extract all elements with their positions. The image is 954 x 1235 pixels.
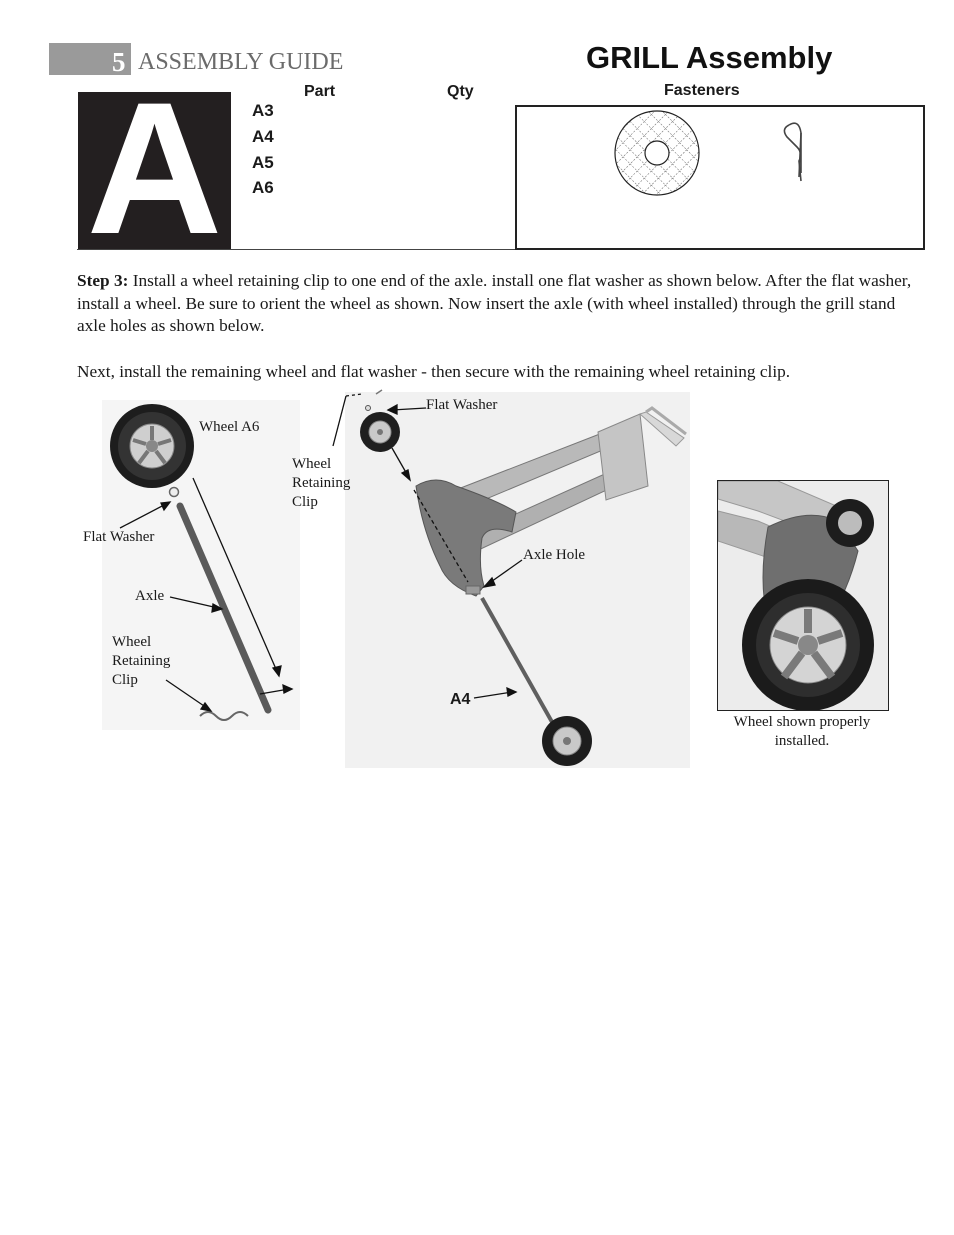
retaining-clip-illustration-top	[375, 389, 383, 395]
step-instructions: Step 3: Install a wheel retaining clip t…	[77, 270, 917, 338]
label-clip-center: Wheel Retaining Clip	[292, 455, 350, 512]
fastener-illustrations	[614, 110, 802, 196]
wheel-detail-illustration	[718, 481, 888, 710]
part-a6: A6	[252, 178, 274, 197]
wheel-detail-image	[717, 480, 889, 711]
axle-illustration	[176, 502, 272, 714]
wheel-top-illustration	[360, 412, 400, 452]
next-instructions: Next, install the remaining wheel and fl…	[77, 362, 791, 381]
label-line: Clip	[112, 672, 138, 688]
label-a4: A4	[450, 691, 471, 708]
label-line: Retaining	[112, 653, 171, 669]
part-a4: A4	[252, 127, 274, 146]
axle-a4-illustration	[480, 597, 554, 723]
page-number: 5	[112, 47, 126, 77]
guide-title: ASSEMBLY GUIDE	[138, 49, 344, 75]
grill-stand-illustration	[415, 406, 687, 597]
detail-caption: Wheel shown properly installed.	[717, 713, 887, 751]
label-line: Wheel	[112, 634, 152, 650]
wheel-bottom-illustration	[542, 716, 592, 766]
section-title: GRILL Assembly	[586, 40, 833, 75]
label-flat-washer-center: Flat Washer	[426, 397, 498, 413]
page-number-badge	[49, 43, 131, 75]
step-letter-box: A	[78, 92, 231, 249]
fasteners-box	[515, 105, 925, 250]
label-line: Clip	[292, 494, 318, 510]
fasteners-header: Fasteners	[664, 82, 740, 99]
retaining-clip-icon	[783, 122, 802, 182]
label-line: Retaining	[292, 475, 351, 491]
step-letter: A	[86, 92, 223, 249]
label-wheel-a6: Wheel A6	[199, 419, 260, 435]
step-label: Step 3:	[77, 271, 129, 290]
qty-column-header: Qty	[447, 83, 474, 100]
label-axle-hole: Axle Hole	[523, 547, 586, 563]
step-text: Install a wheel retaining clip to one en…	[77, 271, 912, 335]
label-flat-washer-left: Flat Washer	[83, 529, 155, 545]
part-column-header: Part	[304, 83, 336, 100]
caption-line: installed.	[774, 733, 830, 749]
label-axle: Axle	[135, 588, 165, 604]
caption-line: Wheel shown properly	[733, 714, 871, 730]
label-line: Wheel	[292, 456, 332, 472]
wheel-a6-illustration	[110, 404, 194, 488]
part-a3: A3	[252, 101, 274, 120]
flat-washer-illustration	[168, 486, 180, 498]
flat-washer-illustration-top	[365, 405, 371, 411]
label-clip-left: Wheel Retaining Clip	[112, 633, 170, 690]
part-a5: A5	[252, 153, 274, 172]
table-divider	[77, 249, 515, 250]
flat-washer-icon	[614, 110, 700, 196]
retaining-clip-illustration	[199, 711, 249, 721]
